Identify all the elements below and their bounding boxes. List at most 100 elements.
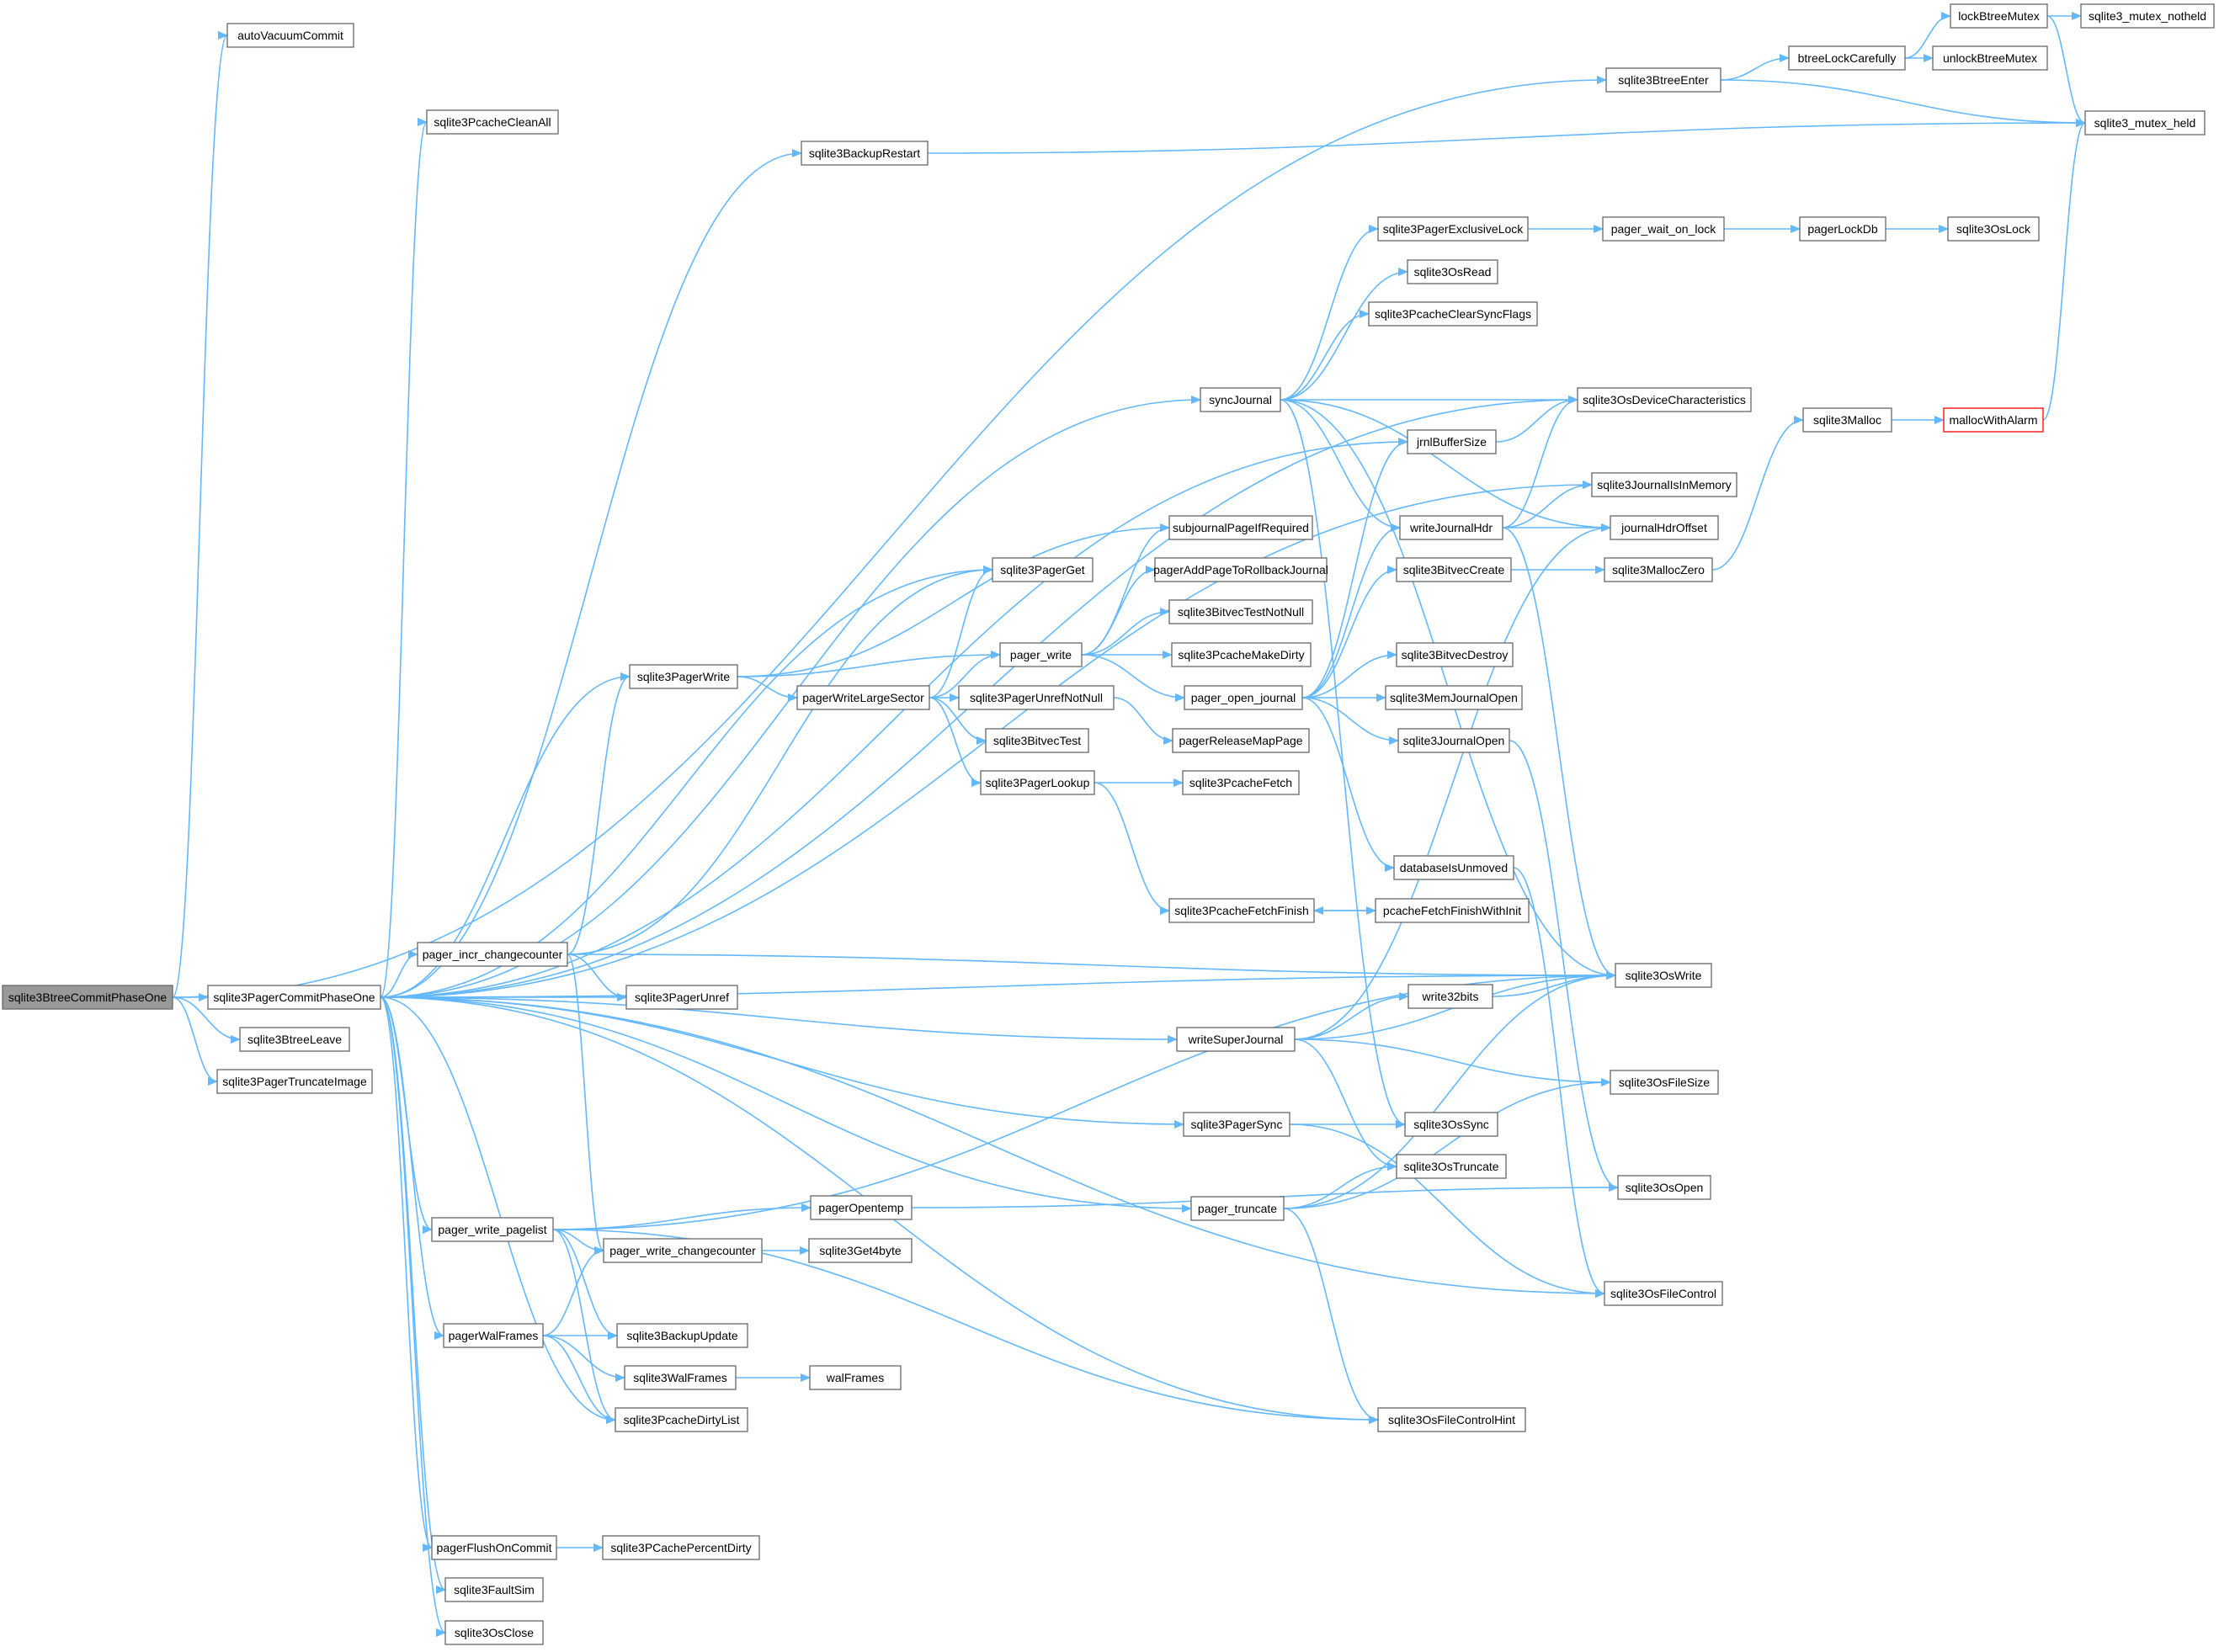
node-sqlite3OsWrite[interactable]: sqlite3OsWrite <box>1615 963 1712 988</box>
node-lockBtreeMutex[interactable]: lockBtreeMutex <box>1950 3 2048 29</box>
node-sqlite3BitvecTestNotNull[interactable]: sqlite3BitvecTestNotNull <box>1168 599 1313 624</box>
node-label: pagerLockDb <box>1807 222 1877 236</box>
node-sqlite3PCachePercentDirty[interactable]: sqlite3PCachePercentDirty <box>602 1535 760 1560</box>
node-sqlite3BitvecCreate[interactable]: sqlite3BitvecCreate <box>1396 557 1512 582</box>
node-sqlite3PcacheFetchFinish[interactable]: sqlite3PcacheFetchFinish <box>1168 898 1315 923</box>
node-label: sqlite3Malloc <box>1813 413 1881 427</box>
node-sqlite3FaultSim[interactable]: sqlite3FaultSim <box>444 1577 544 1602</box>
node-subjournalPageIfRequired[interactable]: subjournalPageIfRequired <box>1168 515 1313 540</box>
node-sqlite3PagerUnref[interactable]: sqlite3PagerUnref <box>625 985 738 1010</box>
node-pagerWriteLargeSector[interactable]: pagerWriteLargeSector <box>796 685 930 710</box>
node-sqlite3BitvecDestroy[interactable]: sqlite3BitvecDestroy <box>1396 642 1514 667</box>
node-sqlite3_mutex_notheld[interactable]: sqlite3_mutex_notheld <box>2080 3 2215 29</box>
node-box <box>1788 45 1906 71</box>
node-sqlite3MallocZero[interactable]: sqlite3MallocZero <box>1604 557 1713 582</box>
node-label: databaseIsUnmoved <box>1400 861 1508 874</box>
node-walFrames[interactable]: walFrames <box>809 1365 902 1390</box>
node-sqlite3Get4byte[interactable]: sqlite3Get4byte <box>808 1238 913 1263</box>
node-pcacheFetchFinishWithInit[interactable]: pcacheFetchFinishWithInit <box>1375 898 1530 923</box>
node-label: sqlite3PagerExclusiveLock <box>1383 222 1525 236</box>
node-sqlite3MemJournalOpen[interactable]: sqlite3MemJournalOpen <box>1385 685 1523 710</box>
node-pager_write_changecounter[interactable]: pager_write_changecounter <box>603 1238 763 1263</box>
node-pagerFlushOnCommit[interactable]: pagerFlushOnCommit <box>431 1535 557 1560</box>
node-sqlite3PagerWrite[interactable]: sqlite3PagerWrite <box>629 664 738 689</box>
node-sqlite3Malloc[interactable]: sqlite3Malloc <box>1802 407 1892 433</box>
node-sqlite3OsFileSize[interactable]: sqlite3OsFileSize <box>1610 1070 1719 1095</box>
node-pager_write_pagelist[interactable]: pager_write_pagelist <box>431 1217 554 1242</box>
node-sqlite3PagerUnrefNotNull[interactable]: sqlite3PagerUnrefNotNull <box>958 685 1115 710</box>
node-sqlite3OsClose[interactable]: sqlite3OsClose <box>444 1620 544 1645</box>
node-sqlite3BackupRestart[interactable]: sqlite3BackupRestart <box>801 141 929 166</box>
node-box <box>431 1217 554 1242</box>
node-label: pager_incr_changecounter <box>423 948 563 961</box>
node-sqlite3OsSync[interactable]: sqlite3OsSync <box>1404 1112 1498 1137</box>
node-databaseIsUnmoved[interactable]: databaseIsUnmoved <box>1393 855 1514 880</box>
node-writeSuperJournal[interactable]: writeSuperJournal <box>1176 1027 1296 1052</box>
edge-pager_incr_changecounter-to-sqlite3PagerGet <box>567 566 993 955</box>
edge-sqlite3PagerWrite-to-pagerWriteLargeSector <box>737 676 798 702</box>
node-autoVacuumCommit[interactable]: autoVacuumCommit <box>226 23 354 48</box>
edge-syncJournal-to-writeJournalHdr <box>1280 399 1401 532</box>
node-box <box>1604 557 1713 582</box>
node-sqlite3BtreeLeave[interactable]: sqlite3BtreeLeave <box>239 1027 350 1052</box>
node-sqlite3BtreeEnter[interactable]: sqlite3BtreeEnter <box>1605 67 1721 93</box>
node-label: sqlite3BitvecCreate <box>1403 563 1505 576</box>
node-syncJournal[interactable]: syncJournal <box>1200 387 1281 412</box>
node-label: sqlite3OsFileControlHint <box>1388 1413 1515 1426</box>
node-sqlite3PagerCommitPhaseOne[interactable]: sqlite3PagerCommitPhaseOne <box>207 985 381 1010</box>
node-sqlite3BackupUpdate[interactable]: sqlite3BackupUpdate <box>616 1323 748 1348</box>
node-jrnlBufferSize[interactable]: jrnlBufferSize <box>1407 429 1497 454</box>
node-label: sqlite3_mutex_held <box>2094 116 2196 130</box>
node-pager_incr_changecounter[interactable]: pager_incr_changecounter <box>417 942 568 967</box>
node-sqlite3OsOpen[interactable]: sqlite3OsOpen <box>1617 1175 1711 1200</box>
node-sqlite3WalFrames[interactable]: sqlite3WalFrames <box>624 1365 737 1390</box>
node-sqlite3JournalIsInMemory[interactable]: sqlite3JournalIsInMemory <box>1591 472 1737 497</box>
node-sqlite3OsTruncate[interactable]: sqlite3OsTruncate <box>1396 1154 1507 1179</box>
node-sqlite3PcacheDirtyList[interactable]: sqlite3PcacheDirtyList <box>615 1407 748 1432</box>
node-sqlite3OsFileControlHint[interactable]: sqlite3OsFileControlHint <box>1377 1407 1526 1432</box>
node-box <box>216 1069 373 1094</box>
node-sqlite3PcacheMakeDirty[interactable]: sqlite3PcacheMakeDirty <box>1171 642 1312 667</box>
node-sqlite3PagerLookup[interactable]: sqlite3PagerLookup <box>980 770 1095 795</box>
node-writeJournalHdr[interactable]: writeJournalHdr <box>1399 515 1503 540</box>
node-pager_truncate[interactable]: pager_truncate <box>1190 1196 1285 1221</box>
node-label: sqlite3PagerSync <box>1191 1118 1283 1131</box>
node-sqlite3PcacheFetch[interactable]: sqlite3PcacheFetch <box>1182 770 1300 795</box>
node-box <box>1799 216 1886 242</box>
node-pagerAddPageToRollbackJournal[interactable]: pagerAddPageToRollbackJournal <box>1153 557 1328 582</box>
node-sqlite3JournalOpen[interactable]: sqlite3JournalOpen <box>1397 728 1510 753</box>
node-sqlite3OsDeviceCharacteristics[interactable]: sqlite3OsDeviceCharacteristics <box>1577 387 1752 412</box>
node-box <box>1385 685 1523 710</box>
node-mallocWithAlarm[interactable]: mallocWithAlarm <box>1943 407 2044 433</box>
node-box <box>1615 963 1712 988</box>
node-unlockBtreeMutex[interactable]: unlockBtreeMutex <box>1932 45 2048 71</box>
node-box <box>1617 1175 1711 1200</box>
node-pagerWalFrames[interactable]: pagerWalFrames <box>443 1323 544 1348</box>
node-pager_wait_on_lock[interactable]: pager_wait_on_lock <box>1602 216 1725 242</box>
node-sqlite3PagerSync[interactable]: sqlite3PagerSync <box>1183 1112 1290 1137</box>
node-pager_open_journal[interactable]: pager_open_journal <box>1184 685 1303 710</box>
node-sqlite3BitvecTest[interactable]: sqlite3BitvecTest <box>985 728 1089 753</box>
node-pagerLockDb[interactable]: pagerLockDb <box>1799 216 1886 242</box>
node-sqlite3PagerGet[interactable]: sqlite3PagerGet <box>992 557 1094 582</box>
node-sqlite3PcacheCleanAll[interactable]: sqlite3PcacheCleanAll <box>426 109 559 135</box>
edge-pagerWalFrames-to-pager_write_changecounter <box>542 1246 604 1336</box>
node-sqlite3OsFileControl[interactable]: sqlite3OsFileControl <box>1604 1281 1723 1306</box>
node-sqlite3_mutex_held[interactable]: sqlite3_mutex_held <box>2084 110 2206 135</box>
node-label: pagerWriteLargeSector <box>802 691 924 704</box>
node-btreeLockCarefully[interactable]: btreeLockCarefully <box>1788 45 1906 71</box>
node-journalHdrOffset[interactable]: journalHdrOffset <box>1610 515 1719 540</box>
edge-sqlite3PagerLookup-to-sqlite3PcacheFetchFinish <box>1094 782 1170 915</box>
node-sqlite3OsRead[interactable]: sqlite3OsRead <box>1407 259 1498 284</box>
node-box <box>1602 216 1725 242</box>
node-sqlite3PagerExclusiveLock[interactable]: sqlite3PagerExclusiveLock <box>1377 216 1529 242</box>
node-sqlite3PagerTruncateImage[interactable]: sqlite3PagerTruncateImage <box>216 1069 373 1094</box>
node-sqlite3BtreeCommitPhaseOne[interactable]: sqlite3BtreeCommitPhaseOne <box>2 985 173 1010</box>
node-sqlite3PcacheClearSyncFlags[interactable]: sqlite3PcacheClearSyncFlags <box>1368 301 1538 327</box>
node-pager_write[interactable]: pager_write <box>999 642 1083 667</box>
node-box <box>444 1620 544 1645</box>
node-sqlite3OsLock[interactable]: sqlite3OsLock <box>1947 216 2040 242</box>
node-pagerOpentemp[interactable]: pagerOpentemp <box>810 1195 913 1220</box>
node-pagerReleaseMapPage[interactable]: pagerReleaseMapPage <box>1172 728 1310 753</box>
node-write32bits[interactable]: write32bits <box>1407 984 1493 1009</box>
